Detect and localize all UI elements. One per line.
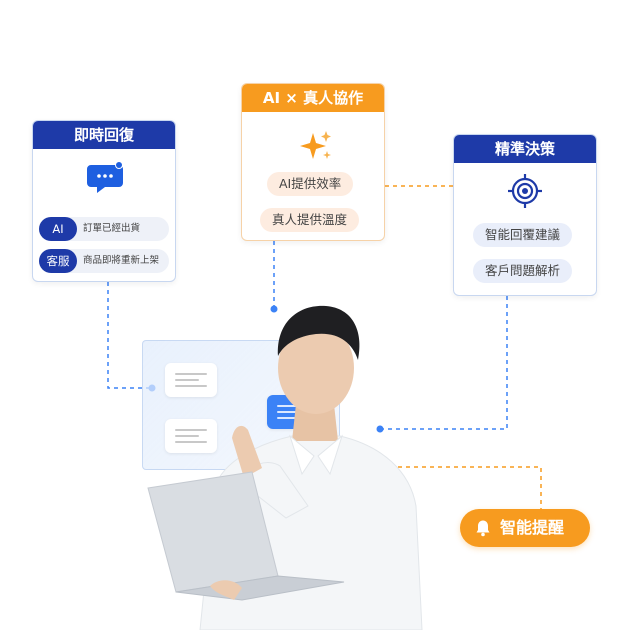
chat-row-agent: 客服 商品即將重新上架: [39, 249, 169, 273]
ai-human-card: AI × 真人協作 AI提供效率 真人提供溫度: [241, 83, 385, 241]
chat-row-ai: AI 訂單已經出貨: [39, 217, 169, 241]
instant-reply-card: 即時回復 AI 訂單已經出貨 客服 商品即將重新上架: [32, 120, 176, 282]
instant-reply-title: 即時回復: [33, 121, 175, 149]
precise-decision-card: 精準決策 智能回覆建議 客戶問題解析: [453, 134, 597, 296]
connector-dot: [270, 305, 278, 313]
connector-instant-reply: [107, 282, 152, 389]
person-with-laptop: [147, 305, 423, 630]
smart-reminder-label: 智能提醒: [500, 518, 565, 537]
connector-reminder: [358, 466, 542, 510]
ai-human-title: AI × 真人協作: [242, 84, 384, 112]
smart-reply-suggestion-pill: 智能回覆建議: [473, 223, 573, 247]
human-warmth-pill: 真人提供溫度: [260, 208, 360, 232]
chat-bubble: [165, 363, 217, 397]
target-icon: [508, 174, 542, 208]
connector-dot: [376, 425, 384, 433]
chat-bubble-icon: [87, 161, 123, 193]
bell-icon: [476, 520, 490, 537]
smart-reminder-badge: 智能提醒: [460, 509, 590, 547]
precise-decision-title: 精準決策: [454, 135, 596, 163]
chat-tag-ai: AI: [39, 217, 77, 241]
connector-decision: [380, 296, 508, 430]
ai-efficiency-pill: AI提供效率: [267, 172, 354, 196]
chat-bubble: [165, 419, 217, 453]
chat-tag-agent: 客服: [39, 249, 77, 273]
customer-issue-analysis-pill: 客戶問題解析: [473, 259, 573, 283]
sparkle-icon: [300, 131, 331, 159]
chat-message: 訂單已經出貨: [83, 223, 141, 234]
chat-message: 商品即將重新上架: [83, 255, 160, 266]
